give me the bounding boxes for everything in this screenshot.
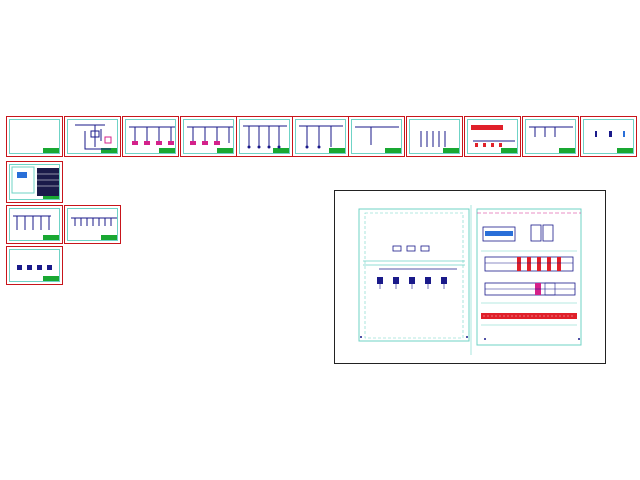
sheet-thumbnail-feeders-d[interactable] [292, 116, 349, 157]
sheet-thumbnail-devices[interactable] [6, 246, 63, 285]
sheet-thumbnail-terminals-b[interactable] [64, 205, 121, 244]
sheet-thumbnail-terminals-a[interactable] [6, 205, 63, 244]
sheet-thumbnail-legend[interactable] [580, 116, 637, 157]
sheet-thumbnail-terminal-table[interactable] [6, 161, 63, 203]
sheet-thumbnail-feeders-a[interactable] [122, 116, 179, 157]
sheet-thumbnail-cover[interactable] [6, 116, 63, 157]
sheet-thumbnail-main-circuit[interactable] [64, 116, 121, 157]
sheet-thumbnail-feeders-b[interactable] [180, 116, 237, 157]
sheet-thumbnail-control-a[interactable] [406, 116, 463, 157]
sheet-thumbnail-layout-b[interactable] [522, 116, 579, 157]
sheet-thumbnail-feeders-c[interactable] [236, 116, 293, 157]
panel-layout-drawing [358, 205, 582, 355]
selected-sheet-preview[interactable] [334, 190, 606, 364]
sheet-thumbnail-layout-a[interactable] [464, 116, 521, 157]
sheet-thumbnail-feeders-e[interactable] [348, 116, 405, 157]
